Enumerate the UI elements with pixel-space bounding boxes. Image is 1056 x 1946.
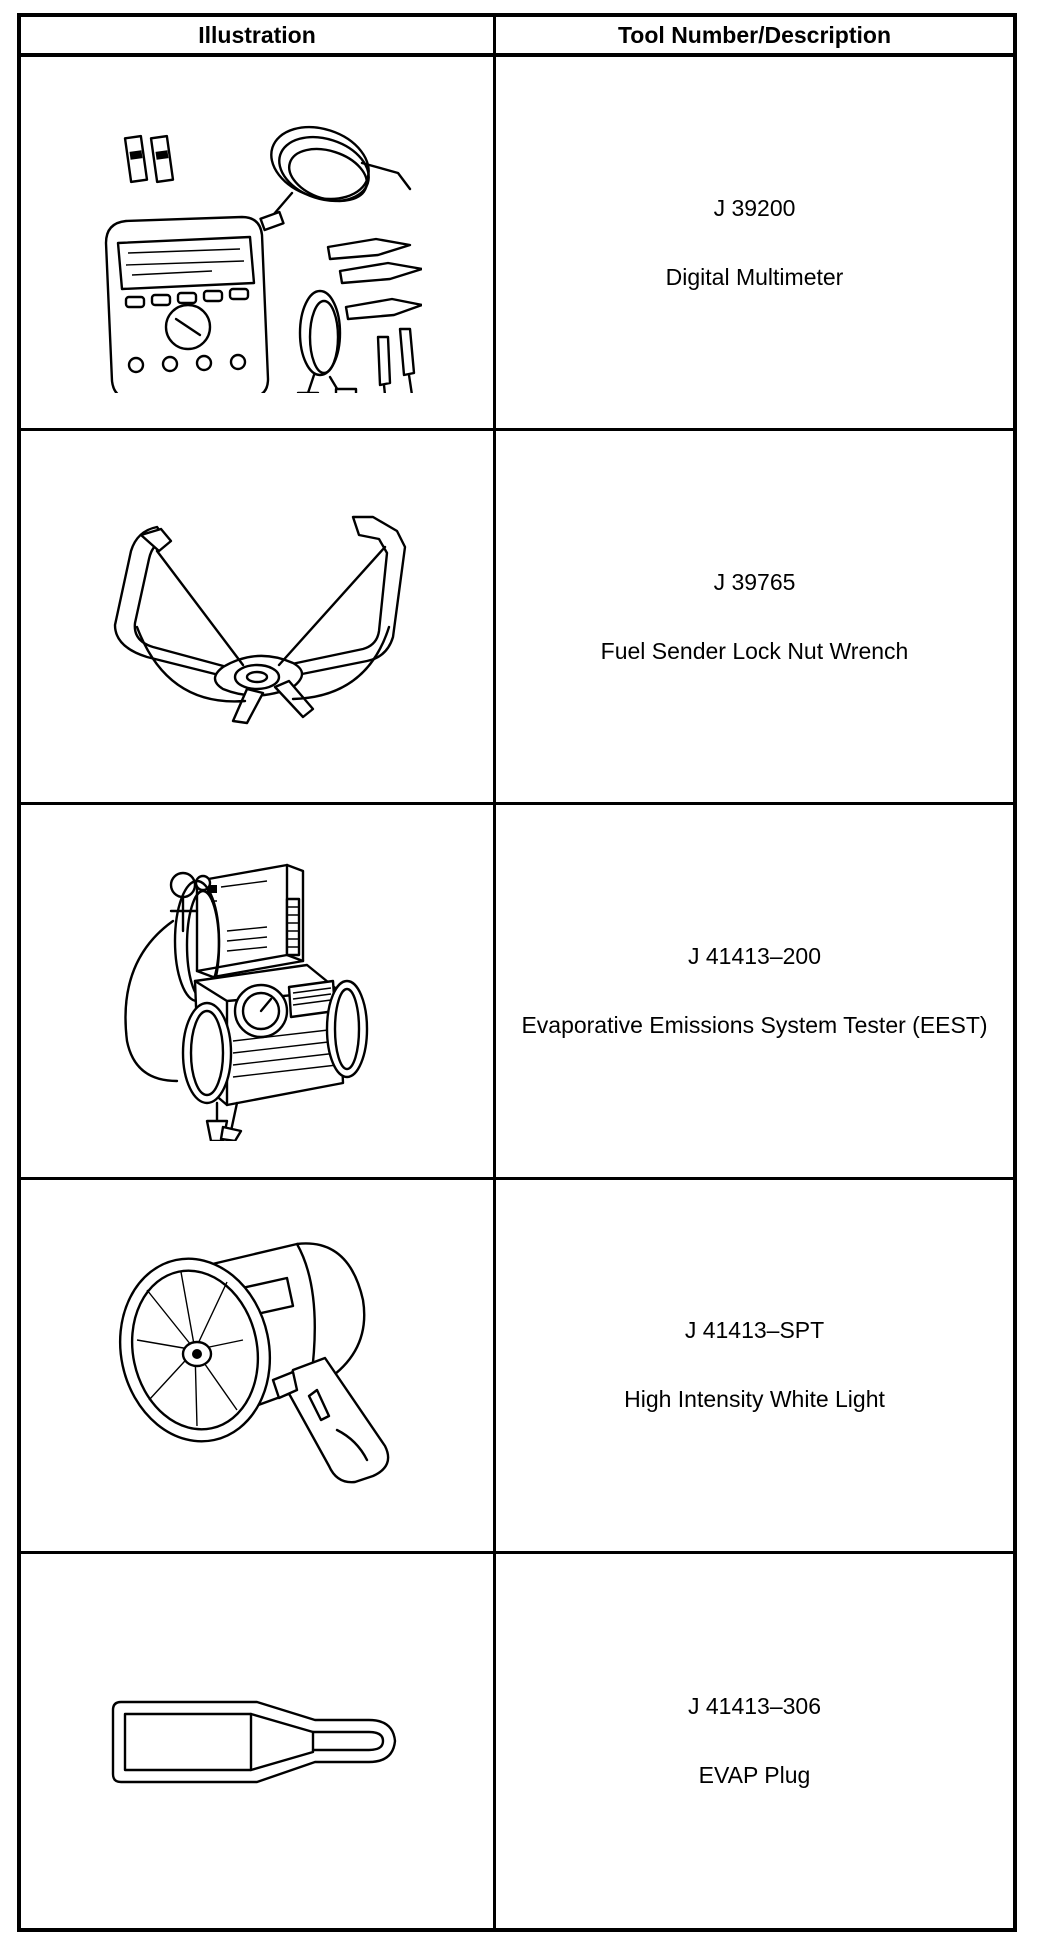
tool-description-cell: J 41413–SPT High Intensity White Light	[496, 1180, 1013, 1554]
illustration-cell	[21, 431, 496, 806]
tool-number: J 41413–306	[687, 1692, 821, 1719]
illustration-cell	[21, 1179, 496, 1554]
tool-description: Fuel Sender Lock Nut Wrench	[600, 637, 909, 664]
special-tools-table: Illustration Tool Number/Description	[17, 13, 1017, 1932]
header-tool-number-description: Tool Number/Description	[496, 17, 1013, 57]
tool-number: J 39200	[713, 194, 796, 221]
digital-multimeter-illustration	[104, 125, 422, 393]
header-illustration: Illustration	[21, 17, 496, 57]
illustration-cell	[21, 57, 496, 432]
tool-number: J 41413–200	[687, 942, 821, 969]
tool-description: EVAP Plug	[698, 1761, 811, 1788]
lock-nut-wrench-illustration	[113, 515, 407, 724]
illustration-cell	[21, 1553, 496, 1928]
tool-description-cell: J 41413–306 EVAP Plug	[496, 1554, 1013, 1928]
tool-description: High Intensity White Light	[624, 1386, 885, 1413]
tool-description: Digital Multimeter	[665, 263, 844, 290]
emissions-tester-illustration	[124, 863, 369, 1141]
illustration-cell	[21, 805, 496, 1180]
tool-description: Evaporative Emissions System Tester (EES…	[521, 1011, 988, 1038]
evap-plug-illustration	[111, 1700, 397, 1784]
tool-description-cell: J 39765 Fuel Sender Lock Nut Wrench	[496, 431, 1013, 806]
tool-number: J 41413–SPT	[684, 1317, 825, 1344]
tool-description-cell: J 41413–200 Evaporative Emissions System…	[496, 805, 1013, 1180]
tool-number: J 39765	[713, 568, 796, 595]
tool-description-cell: J 39200 Digital Multimeter	[496, 57, 1013, 432]
white-light-illustration	[118, 1242, 390, 1484]
